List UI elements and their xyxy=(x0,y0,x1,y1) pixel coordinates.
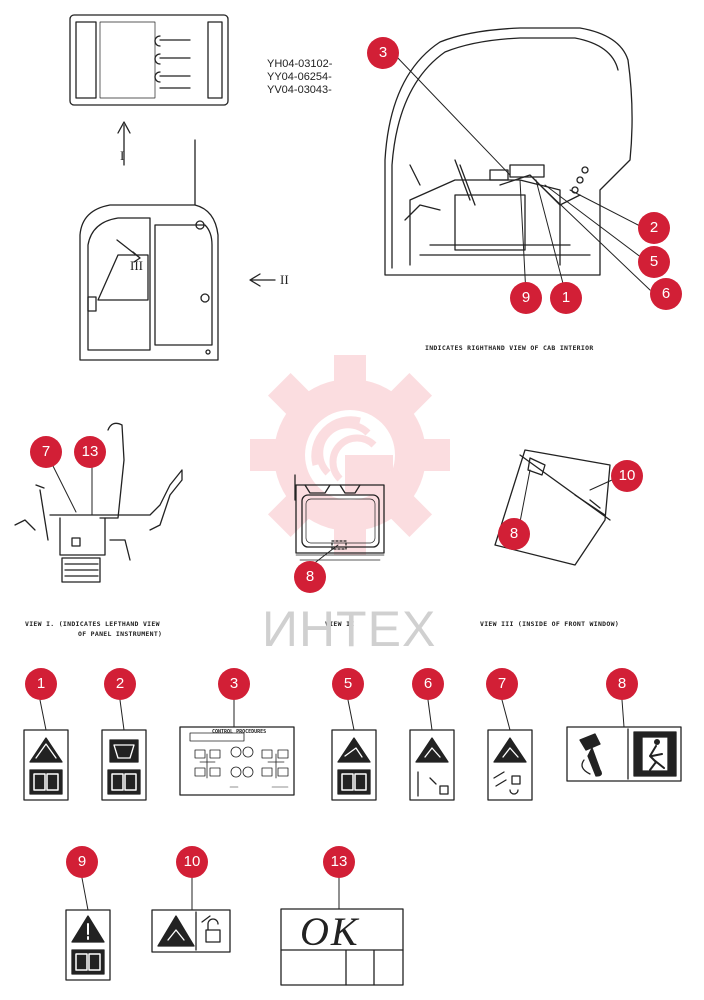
decal-5 xyxy=(331,729,377,801)
decal-7 xyxy=(487,729,533,801)
callout-badge: 2 xyxy=(638,212,670,244)
serial-line: YY04-06254- xyxy=(267,71,332,83)
decal-label-badge: 2 xyxy=(104,668,136,700)
decal-label-badge: 5 xyxy=(332,668,364,700)
hammer-hand-icon xyxy=(579,733,602,777)
seat-panel-view xyxy=(14,422,183,583)
callout-badge: 10 xyxy=(611,460,643,492)
decal-13 xyxy=(280,908,404,986)
decal-8 xyxy=(566,726,682,782)
view-label-ii: II xyxy=(280,272,289,287)
callout-badge: 9 xyxy=(510,282,542,314)
decal-label-badge: 1 xyxy=(25,668,57,700)
view-ii-panel xyxy=(294,474,385,561)
callout-badge: 8 xyxy=(294,561,326,593)
warning-triangle-icon xyxy=(415,737,449,763)
caption-view1-line1: VIEW I. (INDICATES LEFTHAND VIEW xyxy=(25,620,160,628)
watermark-text: ИНТЕХ xyxy=(262,601,437,657)
callout-badge: 7 xyxy=(30,436,62,468)
caption-view3: VIEW III (INSIDE OF FRONT WINDOW) xyxy=(480,620,620,628)
arrow-ii xyxy=(249,273,276,287)
decal-9 xyxy=(65,909,111,981)
decal-10 xyxy=(151,909,231,953)
decal-label-badge: 8 xyxy=(606,668,638,700)
serial-line: YV04-03043- xyxy=(267,84,332,96)
decal-13-text: ОК xyxy=(300,909,360,954)
callout-badge: 5 xyxy=(638,246,670,278)
decal-label-badge: 6 xyxy=(412,668,444,700)
decal-3-title: CONTROL PROCEDURES xyxy=(212,729,267,735)
decal-label-badge: 13 xyxy=(323,846,355,878)
warning-triangle-icon xyxy=(29,737,63,763)
decal-1 xyxy=(23,729,69,801)
arrow-i xyxy=(117,121,131,166)
decal-label-badge: 3 xyxy=(218,668,250,700)
caption-cab-interior: INDICATES RIGHTHAND VIEW OF CAB INTERIOR xyxy=(425,344,594,352)
callout-badge: 13 xyxy=(74,436,106,468)
decal-2 xyxy=(101,729,147,801)
decal-3 xyxy=(179,726,295,796)
cab-roof-top-view xyxy=(69,14,229,106)
warning-triangle-icon xyxy=(493,737,527,763)
callout-badge: 6 xyxy=(650,278,682,310)
callout-badge: 1 xyxy=(550,282,582,314)
cab-interior-view xyxy=(384,27,633,276)
lock-icon xyxy=(201,915,221,943)
decal-label-badge: 7 xyxy=(486,668,518,700)
leader-lines xyxy=(49,54,651,566)
decal-6 xyxy=(409,729,455,801)
view-label-iii: III xyxy=(130,258,143,273)
view-label-i: I xyxy=(120,148,125,163)
callout-badge: 8 xyxy=(498,518,530,550)
decal-leaders xyxy=(39,699,625,911)
caption-view2: VIEW II xyxy=(325,620,355,628)
decal-label-badge: 9 xyxy=(66,846,98,878)
serial-numbers: YH04-03102- YY04-06254- YV04-03043- xyxy=(267,58,332,97)
cab-side-view xyxy=(79,139,219,361)
callout-badge: 3 xyxy=(367,37,399,69)
caption-view1-line2: OF PANEL INSTRUMENT) xyxy=(78,630,163,638)
decal-label-badge: 10 xyxy=(176,846,208,878)
serial-line: YH04-03102- xyxy=(267,58,333,70)
